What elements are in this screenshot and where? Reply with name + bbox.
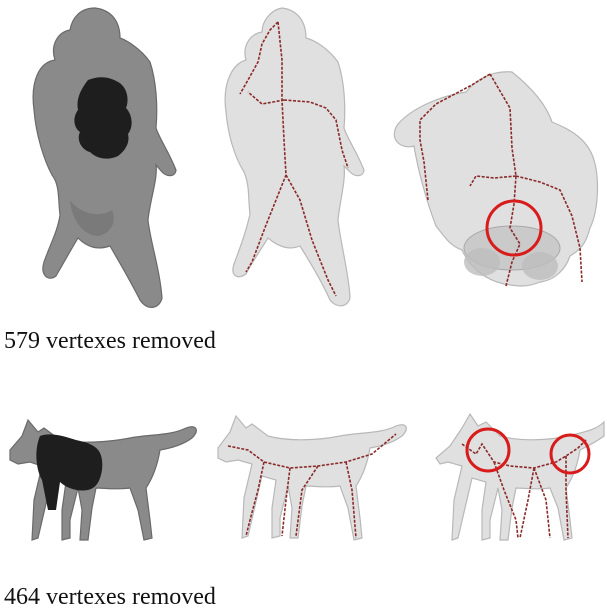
- human-solid-mesh: [33, 8, 176, 307]
- human-zoomed-skeleton: [394, 72, 597, 286]
- dog-zoomed-skeleton: [436, 414, 604, 540]
- mesh-hole: [74, 77, 131, 158]
- figure-row-dog: 464 vertexes removed: [0, 370, 607, 611]
- dog-row-svg: [0, 370, 607, 580]
- human-row-svg: [0, 0, 607, 320]
- row-caption: 464 vertexes removed: [4, 584, 216, 611]
- dog-solid-mesh: [10, 420, 196, 540]
- figure-row-human: 579 vertexes removed: [0, 0, 607, 320]
- dog-ghost-skeleton: [218, 416, 406, 540]
- human-ghost-skeleton: [225, 8, 364, 306]
- row-caption: 579 vertexes removed: [4, 328, 216, 355]
